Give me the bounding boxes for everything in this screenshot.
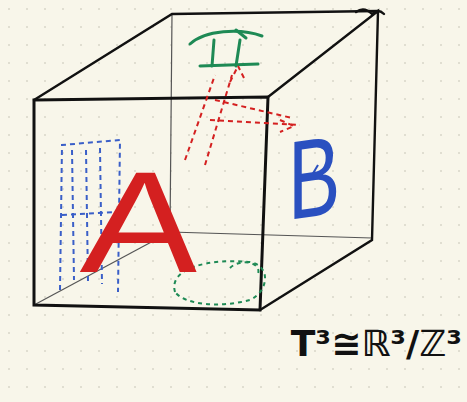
hidden-edges: [34, 14, 372, 305]
top-face-a: [190, 30, 262, 66]
cube-edges: [34, 9, 384, 310]
face-letter: A: [78, 150, 205, 294]
face-letter: B: [288, 119, 340, 238]
formula: T³≅ℝ³/ℤ³: [291, 326, 462, 362]
